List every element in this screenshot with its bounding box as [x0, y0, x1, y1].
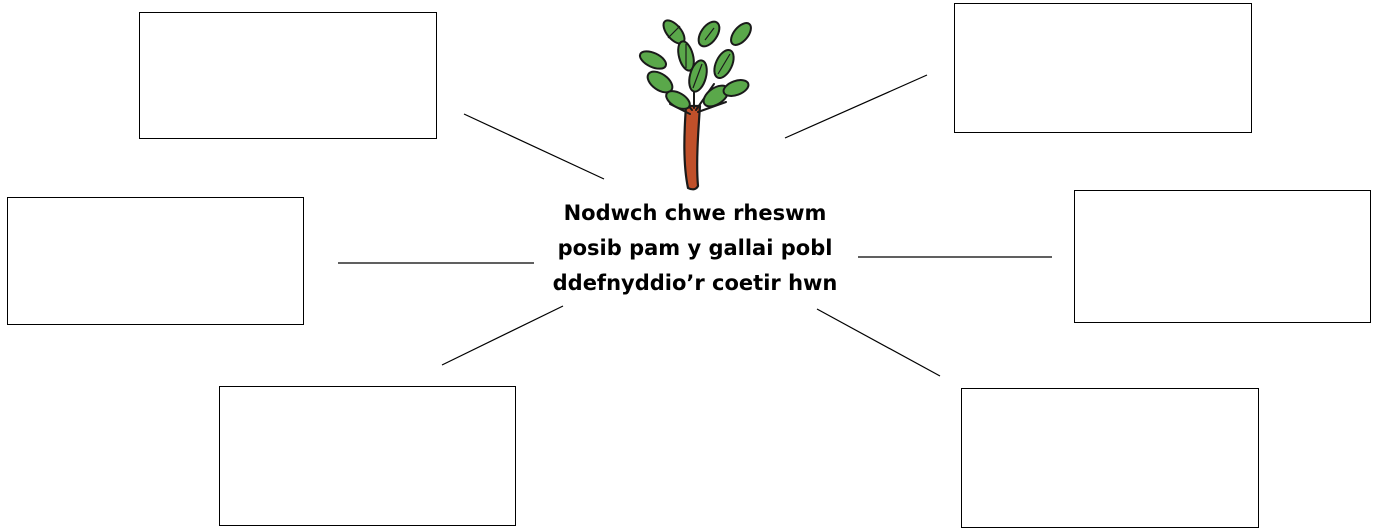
answer-box-top-right[interactable] — [954, 3, 1252, 133]
connector-top-left — [463, 113, 605, 180]
prompt-line-3: ddefnyddio’r coetir hwn — [552, 271, 838, 295]
answer-box-middle-left[interactable] — [7, 197, 304, 325]
answer-box-bottom-right[interactable] — [961, 388, 1259, 528]
prompt-line-2: posib pam y gallai pobl — [557, 236, 833, 260]
answer-box-middle-right[interactable] — [1074, 190, 1371, 323]
prompt-line-1: Nodwch chwe rheswm — [563, 201, 827, 225]
answer-box-top-left[interactable] — [139, 12, 437, 139]
prompt-text: Nodwch chwe rheswm posib pam y gallai po… — [528, 196, 862, 301]
connector-bottom-right — [816, 308, 941, 377]
connector-top-right — [784, 74, 928, 139]
tree-icon — [638, 19, 752, 191]
connector-lines — [338, 74, 1052, 377]
connector-bottom-left — [441, 305, 564, 366]
answer-box-bottom-left[interactable] — [219, 386, 516, 526]
